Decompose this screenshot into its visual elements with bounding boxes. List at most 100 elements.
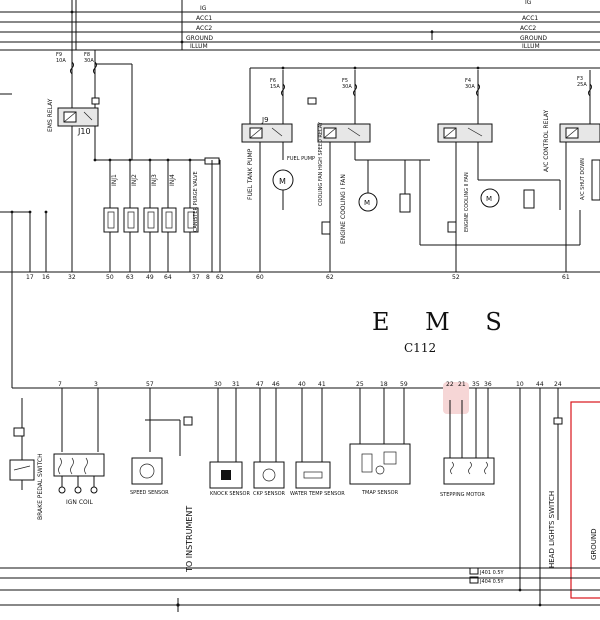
ems-relay: EMS RELAY J10 [47,88,100,272]
stepping-motor-body [443,457,495,485]
speed-sensor-body [131,457,163,485]
headlights-switch: HEAD LIGHTS SWITCH [548,491,556,568]
cooling-fan-relay-1-label: COOLING FAN HIGH SPEED RELAY [318,121,324,206]
power-buses: IG ACC1 ACC2 GROUND ILLUM IG ACC1 ACC2 G… [0,0,600,51]
bus-label-ig-right: IG [525,0,532,6]
brake-pedal-switch: BRAKE PEDAL SWITCH [9,398,44,520]
splice-j404: J404 0.5Y [479,579,505,585]
bottom-rails [0,567,600,612]
top-pin-62b: 62 [326,274,334,281]
knock-sensor-body [209,461,243,489]
instrument-link: TO INSTRUMENT [185,506,194,573]
bottom-pin-46: 46 [272,381,280,388]
bus-label-ground-right: GROUND [520,35,547,42]
fuel-pump-relay: J9 FUEL TANK PUMP M FUEL PUMP [241,97,331,272]
stepping-motor-label: STEPPING MOTOR [440,492,485,498]
top-pin-17: 17 [26,274,34,281]
cooling-fan-relay-2: M ENGINE COOLING II FAN [437,110,561,272]
svg-text:M: M [279,177,286,186]
fuse-f3: F3 25A [577,70,592,110]
fan-label-2: ENGINE COOLING II FAN [464,172,470,232]
bottom-pin-47: 47 [256,381,264,388]
ckp-sensor-label: CKP SENSOR [253,491,286,497]
cooling-fan-2-motor [480,188,500,208]
splice-j401: J401 0.5Y [479,570,505,576]
injector-4-label: INJ4 [169,174,176,186]
fuse-f9-label: F9 [56,52,62,58]
injector-1: INJ1 [103,160,119,272]
ac-control-relay-label: A/C CONTROL RELAY [543,109,550,172]
tmap-sensor-body [349,443,411,485]
bottom-pin-57: 57 [146,381,154,388]
bus-label-acc2: ACC2 [196,25,212,32]
fuse-f8: F8 30A [84,50,97,88]
water-temp-sensor: WATER TEMP SENSOR [290,461,345,497]
ems-module: E M S C112 [372,308,502,355]
injector-3: INJ3 [143,160,159,272]
injector-4: INJ4 [161,160,177,272]
top-pin-63: 63 [126,274,134,281]
bottom-pin-44: 44 [536,381,544,388]
fuse-f8-label: F8 [84,52,90,58]
ckp-sensor-body [253,461,285,489]
injector-3-label: INJ3 [151,174,158,186]
fuel-pump-relay-label: FUEL TANK PUMP [247,148,254,200]
fuse-f5-amp: 30A [342,84,352,90]
bottom-pin-36: 36 [484,381,492,388]
fuse-f4-amp: 30A [465,84,475,90]
bottom-pin-3: 3 [94,381,98,388]
bus-label-illum-right: ILLUM [522,43,540,50]
ground-block: GROUND [570,401,600,599]
bottom-wires [61,388,563,605]
fuel-pump-label: FUEL PUMP [287,156,315,162]
bottom-pin-59: 59 [400,381,408,388]
canister-purge-valve: CANISTER PURGE VALVE [183,160,199,272]
top-pin-61: 61 [562,274,570,281]
bus-label-acc2-right: ACC2 [520,25,536,32]
bottom-pin-24: 24 [554,381,562,388]
bottom-pin-7: 7 [58,381,62,388]
cooling-fan-relay-1: COOLING FAN HIGH SPEED RELAY M ENGINE CO… [317,110,430,272]
bus-label-acc1-right: ACC1 [522,15,538,22]
bottom-pin-30: 30 [214,381,222,388]
tmap-sensor: TMAP SENSOR [349,443,411,496]
fuse-f4-label: F4 [465,78,471,84]
top-pin-52: 52 [452,274,460,281]
svg-text:M: M [364,199,370,207]
top-pin-row: 17 16 32 50 63 49 64 37 8 62 60 62 52 61 [0,160,600,388]
speed-sensor: SPEED SENSOR [130,457,169,496]
bottom-pin-10: 10 [516,381,524,388]
fuse-f8-amp: 30A [84,58,94,64]
bottom-pin-25: 25 [356,381,364,388]
bottom-pin-31: 31 [232,381,240,388]
fan-label-3: A/C SHUT DOWN [580,158,586,200]
top-pin-32: 32 [68,274,76,281]
bus-label-illum: ILLUM [190,43,208,50]
top-pin-60: 60 [256,274,264,281]
injector-1-label: INJ1 [111,174,118,186]
ems-relay-connector: J10 [77,127,91,136]
speed-sensor-label: SPEED SENSOR [130,490,169,496]
fuse-f3-label: F3 [577,76,583,82]
canister-label: CANISTER PURGE VALVE [193,171,199,232]
fuse-f5-label: F5 [342,78,348,84]
top-pin-16: 16 [42,274,50,281]
instrument-label: TO INSTRUMENT [185,506,194,573]
ign-coil-label: IGN COIL [66,499,93,506]
fuse-f4: F4 30A [465,70,480,110]
ground-label: GROUND [590,528,598,560]
injector-2-label: INJ2 [131,174,138,186]
fan-label-1: ENGINE COOLING I FAN [340,174,347,244]
water-temp-label: WATER TEMP SENSOR [290,491,345,497]
bottom-pin-22: 22 [446,381,454,388]
ignition-coil: IGN COIL [53,453,105,506]
fuse-f9-amp: 10A [56,58,66,64]
injector-bank: INJ1 INJ2 INJ3 INJ4 CANI [93,157,220,272]
knock-sensor-label: KNOCK SENSOR [210,491,250,497]
splice-block: J401 0.5Y J404 0.5Y [469,567,505,585]
injector-2: INJ2 [123,160,139,272]
bottom-pin-21: 21 [458,381,466,388]
top-pin-8: 8 [206,274,210,281]
bottom-pin-row: 7 3 57 30 31 47 46 40 41 25 18 59 22 21 … [12,381,600,414]
top-pin-62a: 62 [216,274,224,281]
